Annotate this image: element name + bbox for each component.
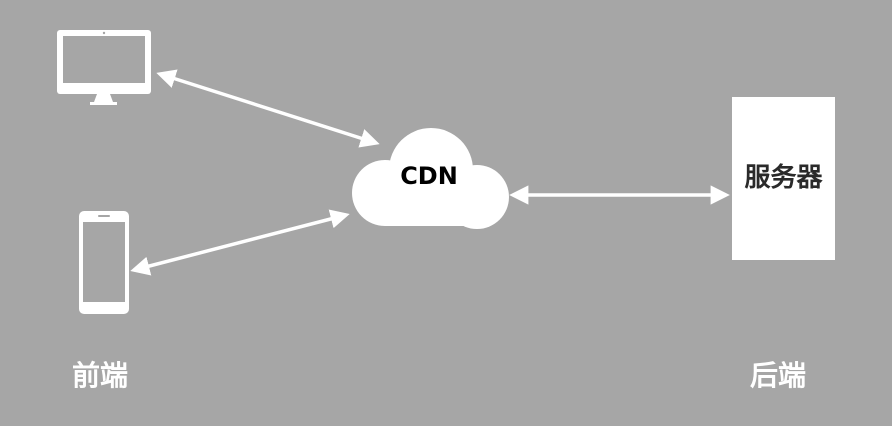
backend-label: 后端 bbox=[750, 359, 807, 392]
arrow-desktop-cdn bbox=[156, 69, 380, 148]
desktop-monitor-icon bbox=[57, 30, 151, 105]
arrow-mobile-cdn bbox=[130, 209, 350, 276]
smartphone-icon bbox=[79, 211, 129, 314]
frontend-label: 前端 bbox=[72, 359, 129, 392]
server-box bbox=[732, 97, 835, 260]
server-label: 服务器 bbox=[744, 163, 823, 193]
cdn-label: CDN bbox=[400, 162, 458, 190]
cloud-icon bbox=[352, 128, 509, 229]
